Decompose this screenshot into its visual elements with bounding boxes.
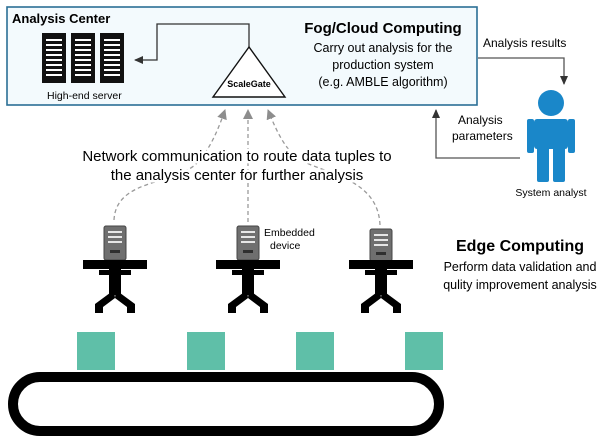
- server-rack-icon: [42, 33, 124, 83]
- device-label-1: Embedded: [264, 227, 315, 239]
- embedded-device-icon: [236, 225, 260, 261]
- embedded-device-icon: [103, 225, 127, 261]
- network-dashed-links: [113, 109, 381, 226]
- embedded-device-icon: [369, 228, 393, 262]
- workbench-icon: [349, 260, 413, 313]
- params-arrow: [432, 109, 520, 159]
- edge-line-1: Perform data validation and: [444, 260, 597, 274]
- edge-title: Edge Computing: [456, 238, 584, 255]
- person-icon: [527, 90, 575, 182]
- conveyor-item: [405, 332, 443, 370]
- network-line-2: the analysis center for further analysis: [111, 167, 364, 184]
- params-label-1: Analysis: [458, 113, 503, 127]
- network-link-right: [266, 109, 381, 226]
- conveyor-belt: [8, 372, 444, 436]
- server-label: High-end server: [47, 90, 122, 102]
- gateway-to-server-arrow: [134, 23, 250, 64]
- analyst-label: System analyst: [515, 187, 586, 199]
- network-line-1: Network communication to route data tupl…: [82, 148, 391, 165]
- fog-title: Fog/Cloud Computing: [304, 20, 461, 37]
- workbench-icon: [216, 260, 280, 313]
- edge-line-2: qulity improvement analysis: [443, 278, 597, 292]
- fog-line-3: (e.g. AMBLE algorithm): [318, 75, 447, 89]
- analysis-center-title: Analysis Center: [12, 11, 110, 26]
- params-label-2: parameters: [452, 129, 513, 143]
- results-label: Analysis results: [483, 36, 566, 50]
- workbench-icon: [83, 260, 147, 313]
- results-arrow: [478, 57, 568, 85]
- conveyor-item: [187, 332, 225, 370]
- network-link-left: [113, 109, 227, 221]
- gateway-triangle-icon: [211, 45, 287, 98]
- gateway-label: ScaleGate: [227, 79, 271, 89]
- conveyor-item: [77, 332, 115, 370]
- device-label-2: device: [270, 240, 301, 252]
- fog-line-1: Carry out analysis for the: [314, 41, 453, 55]
- conveyor-item: [296, 332, 334, 370]
- fog-line-2: production system: [332, 58, 433, 72]
